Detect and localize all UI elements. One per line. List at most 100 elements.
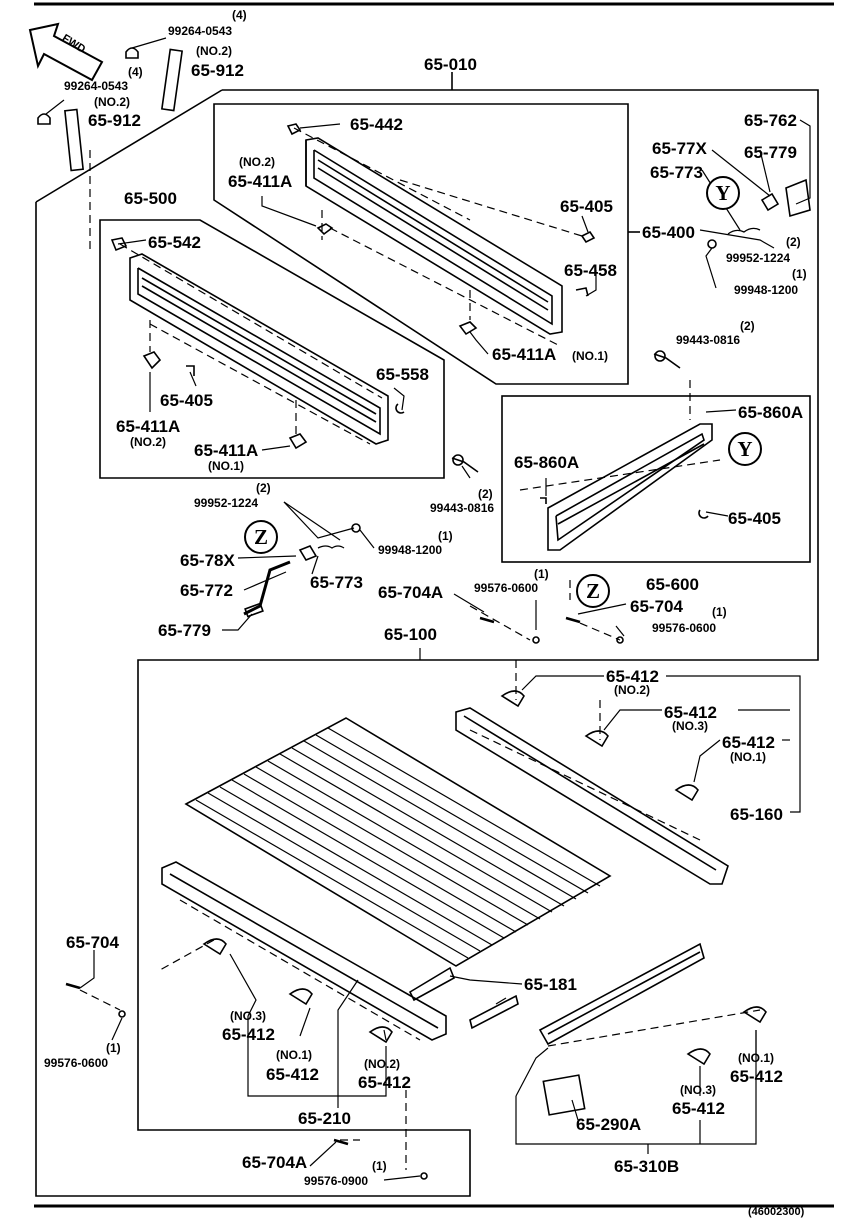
tailgate-panel (305, 137, 563, 335)
bed-floor (184, 717, 612, 967)
part-label: 65-704A (378, 583, 444, 602)
part-label: 65-411A (492, 345, 557, 364)
part-label: (1) (106, 1041, 121, 1055)
part-label: (1) (372, 1159, 387, 1173)
callout-y-upper: Y (706, 176, 740, 210)
footer-code: (46002300) (748, 1206, 805, 1218)
hinge-65-912-a (160, 48, 184, 112)
hinge-65-912-b (64, 108, 84, 172)
part-label: 65-442 (350, 115, 403, 134)
part-label: 65-160 (730, 805, 783, 824)
side-rail-65-210 (161, 861, 447, 1041)
part-label: (2) (786, 235, 801, 249)
side-rail-65-160 (455, 707, 729, 885)
screw-99443-0816-a (653, 353, 681, 369)
part-label: (2) (478, 487, 493, 501)
part-label: 65-412 (358, 1073, 411, 1092)
part-label: (NO.1) (730, 750, 766, 764)
part-label: (NO.3) (230, 1009, 266, 1023)
fwd-arrow-icon (28, 22, 104, 82)
part-label: 65-500 (124, 189, 177, 208)
part-label: (2) (740, 319, 755, 333)
part-label: 99948-1200 (378, 543, 443, 557)
part-label: 65-779 (744, 143, 797, 162)
part-label: 99443-0816 (430, 501, 495, 515)
part-label: (1) (438, 529, 453, 543)
part-label: 65-412 (672, 1099, 725, 1118)
nut-99948-1200-a (707, 239, 717, 249)
part-label: (1) (534, 567, 549, 581)
part-label: 65-412 (730, 1067, 783, 1086)
part-label: 99443-0816 (676, 333, 741, 347)
part-label: 65-600 (646, 575, 699, 594)
part-label: (NO.2) (130, 435, 166, 449)
part-label: 65-412 (722, 733, 775, 752)
part-label: 65-412 (222, 1025, 275, 1044)
part-label: 65-912 (191, 61, 244, 80)
part-label: (NO.1) (738, 1051, 774, 1065)
part-label: 99576-0900 (304, 1174, 369, 1188)
part-label: 99948-1200 (734, 283, 799, 297)
part-label: (4) (232, 8, 247, 22)
part-label: 65-412 (266, 1065, 319, 1084)
part-label: 65-542 (148, 233, 201, 252)
part-label: 65-290A (576, 1115, 642, 1134)
part-65-181 (408, 966, 456, 1002)
part-label: (NO.3) (672, 719, 708, 733)
tailgate-box-outline (213, 103, 629, 385)
part-label: 65-405 (160, 391, 213, 410)
part-label: 99952-1224 (194, 496, 259, 510)
front-panel-box-outline (99, 219, 445, 479)
part-label: 65-458 (564, 261, 617, 280)
crossmember-65-310b (538, 942, 705, 1046)
part-label: (NO.2) (364, 1057, 400, 1071)
part-label: 99952-1224 (726, 251, 791, 265)
part-label: 65-779 (158, 621, 211, 640)
part-label: (NO.1) (276, 1048, 312, 1062)
part-label: 65-860A (738, 403, 804, 422)
part-label: 65-411A (228, 172, 293, 191)
part-label: 65-78X (180, 551, 235, 570)
part-label: 65-77X (652, 139, 707, 158)
part-label: (NO.2) (94, 95, 130, 109)
part-label: (NO.2) (239, 155, 275, 169)
part-label: 65-405 (728, 509, 781, 528)
part-label: 65-860A (514, 453, 580, 472)
part-label: 65-773 (310, 573, 363, 592)
part-label: 65-411A (116, 417, 181, 436)
part-label: (NO.3) (680, 1083, 716, 1097)
y-panel (547, 423, 713, 551)
front-panel (129, 253, 389, 445)
part-label: 65-400 (642, 223, 695, 242)
bracket-65-290a (542, 1074, 586, 1116)
screw-99443-0816-b (451, 457, 479, 473)
part-label: 65-010 (424, 55, 477, 74)
part-label: 65-405 (560, 197, 613, 216)
part-label: 99264-0543 (168, 24, 233, 38)
assembly-outline (35, 89, 819, 1197)
part-label: (NO.2) (614, 683, 650, 697)
part-label: 99576-0600 (44, 1056, 109, 1070)
part-label: 65-210 (298, 1109, 351, 1128)
part-label: 65-912 (88, 111, 141, 130)
part-label: (1) (712, 605, 727, 619)
part-label: (1) (792, 267, 807, 281)
part-label: 65-412 (664, 703, 717, 722)
part-label: 65-772 (180, 581, 233, 600)
lock-65-78x (298, 545, 318, 561)
part-label: 65-411A (194, 441, 259, 460)
callout-z-left: Z (244, 520, 278, 554)
y-panel-box-outline (501, 395, 811, 563)
part-label: 65-558 (376, 365, 429, 384)
part-label: 99576-0600 (652, 621, 717, 635)
part-label: 65-704A (242, 1153, 308, 1172)
part-label: 65-412 (606, 667, 659, 686)
callout-y-lower: Y (728, 432, 762, 466)
part-label: 65-762 (744, 111, 797, 130)
part-label: (NO.1) (572, 349, 608, 363)
part-label: (NO.2) (196, 44, 232, 58)
part-label: 65-100 (384, 625, 437, 644)
part-label: 65-310B (614, 1157, 680, 1176)
part-label: 65-773 (650, 163, 703, 182)
